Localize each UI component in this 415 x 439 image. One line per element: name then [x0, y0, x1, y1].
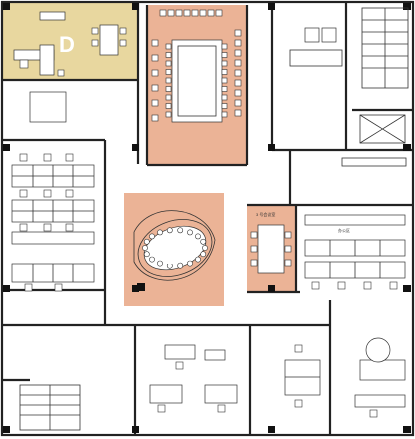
- chair: [157, 229, 163, 236]
- zone-a-side-chairs: [151, 9, 242, 122]
- chair: [187, 260, 193, 267]
- chair: [149, 256, 155, 263]
- chair: [165, 103, 172, 109]
- chair: [177, 262, 184, 269]
- right-area-annotation: 办公区: [338, 227, 350, 233]
- chair: [221, 43, 228, 50]
- bottom-offices: [19, 337, 406, 431]
- chair: [195, 233, 201, 240]
- chair: [165, 52, 172, 58]
- zone-a-chairs: [165, 43, 228, 118]
- top-right-service-core: [289, 7, 409, 167]
- chair: [187, 229, 193, 236]
- chair: [202, 245, 208, 251]
- zone-d-label: D: [59, 32, 75, 57]
- chair: [221, 77, 228, 84]
- chair: [157, 260, 163, 267]
- chair: [221, 86, 228, 92]
- chair: [177, 227, 184, 234]
- zone-b-label: B: [163, 239, 183, 270]
- chair: [221, 94, 228, 101]
- zone-a-label: A: [187, 76, 207, 107]
- chair: [221, 69, 228, 75]
- chair: [165, 69, 172, 75]
- zone-b-chairs: [142, 227, 208, 269]
- zone-a-conference-table: [171, 39, 223, 123]
- chair: [195, 256, 201, 263]
- chair: [200, 238, 207, 245]
- chair: [142, 245, 148, 251]
- chair: [165, 86, 172, 92]
- chair: [165, 94, 172, 101]
- chair: [165, 77, 172, 84]
- structural-columns: [3, 3, 411, 433]
- chair: [165, 43, 172, 50]
- chair: [143, 238, 150, 245]
- chair: [165, 60, 172, 67]
- chair: [149, 233, 155, 240]
- zone-d-furniture: [13, 11, 127, 77]
- chair: [221, 111, 228, 118]
- zone-c-label: C: [263, 238, 279, 263]
- chair: [166, 227, 173, 234]
- zone-c-meeting-table: [250, 224, 292, 274]
- chair: [221, 52, 228, 58]
- chair: [165, 111, 172, 118]
- zone-c-room-annotation: 3 号会议室: [256, 211, 275, 217]
- zone-b-oval-table: [133, 210, 216, 291]
- right-office-workstations: [304, 214, 406, 290]
- chair: [221, 103, 228, 109]
- chair: [200, 251, 207, 258]
- chair: [221, 60, 228, 67]
- chair: [143, 251, 150, 258]
- chair: [166, 262, 173, 269]
- left-office-workstations: [11, 91, 95, 292]
